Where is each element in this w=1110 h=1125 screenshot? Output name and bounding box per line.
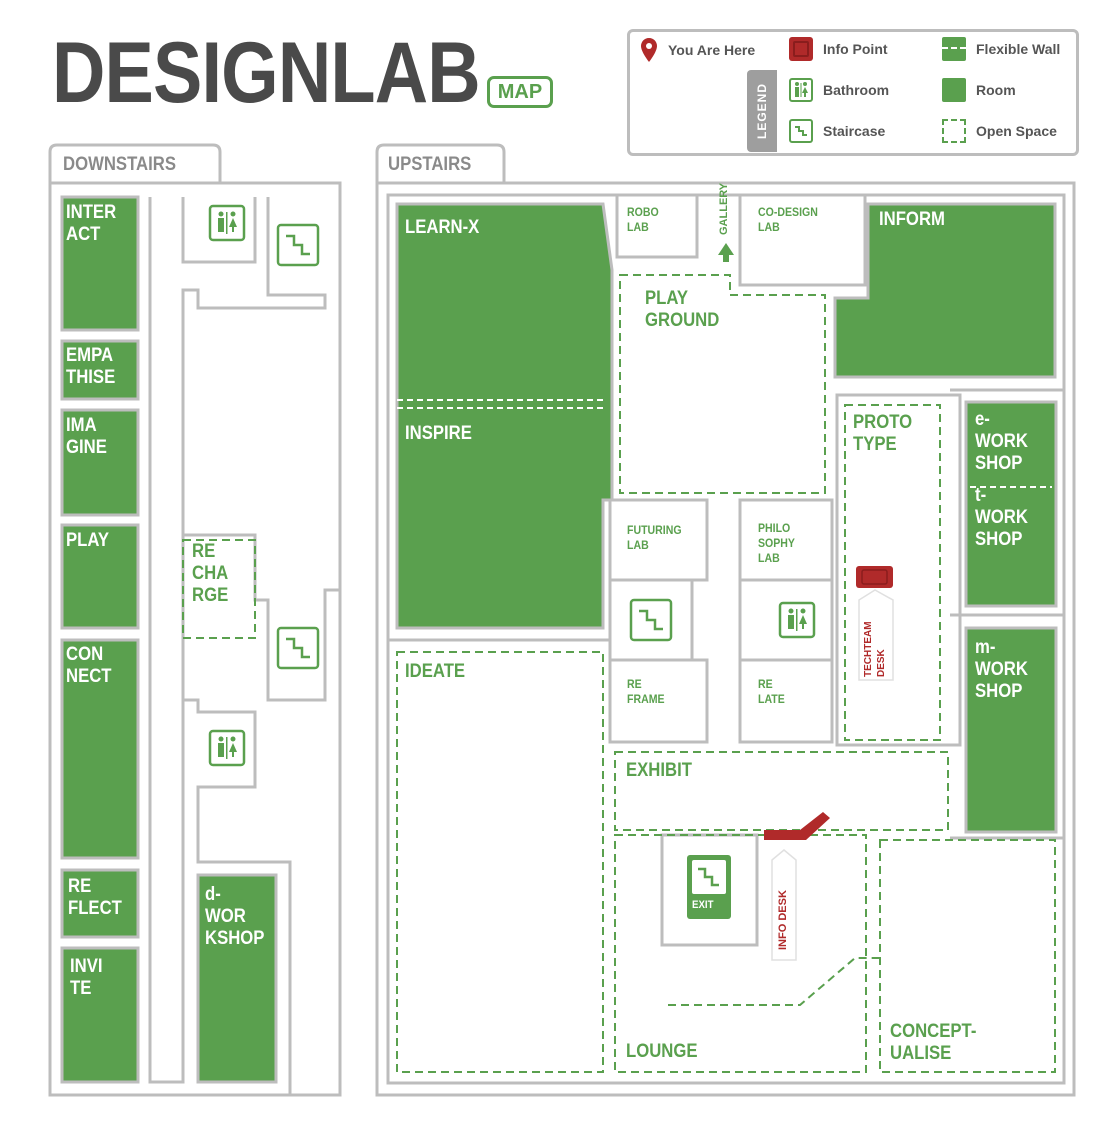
room-label-play[interactable]: PLAY: [66, 530, 110, 551]
open-space-label-conceptualise[interactable]: CONCEPT- UALISE: [890, 1021, 977, 1064]
room-d-workshop: [196, 873, 278, 1084]
room-icon: [942, 78, 966, 102]
location-pin-icon: [641, 38, 657, 62]
legend-you-are-here-label: You Are Here: [668, 42, 756, 58]
legend-open-space: Open Space: [942, 119, 1057, 143]
staircase-icon: [789, 119, 813, 143]
legend-room-label: Room: [976, 82, 1016, 98]
open-space-recharge: [182, 539, 256, 639]
legend-open-space-label: Open Space: [976, 123, 1057, 139]
room-label-learn-x[interactable]: LEARN-X: [405, 217, 480, 238]
room-label-t-workshop[interactable]: t- WORK SHOP: [975, 485, 1028, 550]
open-space-prototype: [844, 404, 941, 741]
info-desk-pointer-icon: [771, 849, 797, 961]
room-label-reflect[interactable]: RE FLECT: [68, 876, 122, 919]
open-space-label-exhibit[interactable]: EXHIBIT: [626, 760, 692, 781]
bathroom-icon: [208, 204, 816, 767]
legend-bathroom-label: Bathroom: [823, 82, 890, 98]
open-space-lounge: [614, 834, 867, 1073]
upstairs-tab: [375, 143, 506, 183]
room-label-philosophy-lab[interactable]: PHILO SOPHY LAB: [758, 521, 795, 565]
room-label-d-workshop[interactable]: d- WOR KSHOP: [205, 884, 265, 949]
legend-info-point-label: Info Point: [823, 41, 888, 57]
downstairs-tab-label: DOWNSTAIRS: [63, 154, 177, 175]
gallery-arrow-icon: [718, 243, 734, 262]
room-label-imagine[interactable]: IMA GINE: [66, 415, 107, 458]
legend-room: Room: [942, 78, 1016, 102]
legend-tab: LEGEND: [747, 70, 777, 152]
downstairs-outline: [48, 181, 342, 1097]
legend-flexible-wall: Flexible Wall: [942, 37, 1060, 61]
room-label-e-workshop[interactable]: e- WORK SHOP: [975, 409, 1028, 474]
open-space-playground: [619, 274, 826, 494]
upstairs-outline: [375, 181, 1076, 1097]
legend-flexible-wall-label: Flexible Wall: [976, 41, 1061, 57]
exit-stairs: [687, 855, 731, 919]
legend-staircase-label: Staircase: [823, 123, 886, 139]
flexible-wall-learn-inspire: [397, 399, 603, 409]
bathroom-icon: [789, 78, 813, 102]
map-badge: MAP: [487, 76, 553, 108]
room-empathise: [60, 339, 140, 401]
upstairs-tab-label: UPSTAIRS: [388, 154, 472, 175]
open-space-icon: [942, 119, 966, 143]
open-space-label-prototype[interactable]: PROTO TYPE: [853, 412, 913, 455]
room-label-interact[interactable]: INTER ACT: [66, 202, 117, 245]
room-e-t-workshop: [964, 400, 1058, 608]
legend-bathroom: Bathroom: [789, 78, 889, 102]
co-design-lab-wall: [738, 193, 867, 287]
room-learn-x-inspire: [395, 202, 614, 630]
staircase-icon: [276, 223, 673, 670]
flexible-wall-icon: [942, 37, 966, 61]
room-label-inform[interactable]: INFORM: [879, 209, 945, 230]
room-label-empathise[interactable]: EMPA THISE: [66, 345, 116, 388]
robo-lab-wall: [615, 193, 699, 259]
legend-panel: [627, 29, 1079, 156]
room-label-inspire[interactable]: INSPIRE: [405, 423, 472, 444]
room-reflect: [60, 868, 140, 939]
open-space-ideate: [396, 651, 604, 1073]
room-label-reframe[interactable]: RE FRAME: [627, 677, 665, 706]
open-space-label-ideate[interactable]: IDEATE: [405, 661, 466, 682]
open-space-conceptualise: [879, 839, 1056, 1073]
room-inform: [833, 202, 1057, 379]
room-label-m-workshop[interactable]: m- WORK SHOP: [975, 637, 1028, 702]
open-space-label-playground[interactable]: PLAY GROUND: [645, 288, 720, 331]
exit-label: EXIT: [692, 899, 714, 911]
room-label-co-design-lab[interactable]: CO-DESIGN LAB: [758, 205, 818, 234]
room-label-invite[interactable]: INVI TE: [70, 956, 103, 999]
info-point-icon: [789, 37, 813, 61]
room-label-relate[interactable]: RE LATE: [758, 677, 785, 706]
open-space-exhibit: [614, 751, 949, 831]
room-label-connect[interactable]: CON NECT: [66, 644, 112, 687]
info-desk-label: INFO DESK: [777, 890, 789, 950]
techteam-desk-icon: [856, 566, 893, 588]
room-label-futuring-lab[interactable]: FUTURING LAB: [627, 523, 682, 552]
room-imagine: [60, 408, 140, 517]
legend-staircase: Staircase: [789, 119, 885, 143]
room-interact: [60, 195, 140, 332]
room-invite: [60, 946, 140, 1084]
open-space-label-lounge[interactable]: LOUNGE: [626, 1041, 698, 1062]
techteam-desk-label: TECHTEAM DESK: [863, 621, 887, 677]
gallery-label: GALLERY: [718, 182, 730, 235]
room-play: [60, 523, 140, 630]
page-title: DESIGNLAB: [52, 25, 481, 121]
room-connect: [60, 638, 140, 860]
open-space-label-recharge[interactable]: RE CHA RGE: [192, 541, 229, 606]
legend-info-point: Info Point: [789, 37, 888, 61]
room-label-robo-lab[interactable]: ROBO LAB: [627, 205, 659, 234]
downstairs-tab: [48, 143, 222, 183]
downstairs-corridor: [148, 197, 327, 1084]
info-desk-counter-icon: [764, 812, 830, 840]
room-m-workshop: [964, 626, 1058, 834]
legend-you-are-here: You Are Here: [640, 37, 755, 63]
